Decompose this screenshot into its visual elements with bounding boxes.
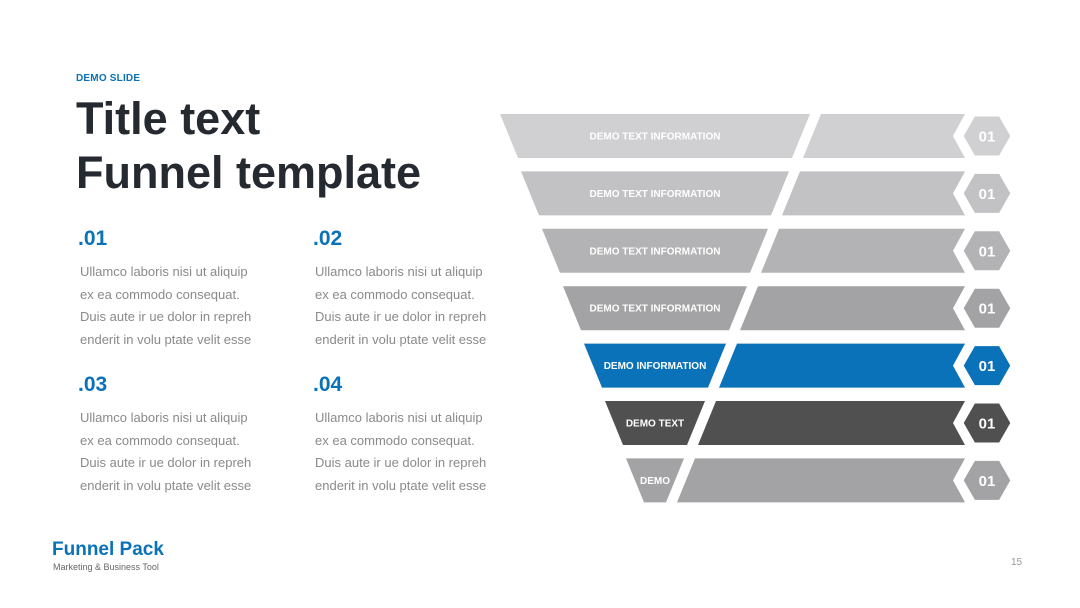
footer-brand: Funnel Pack	[52, 539, 164, 560]
point-number-03: .03	[78, 373, 108, 396]
funnel-segment	[542, 228, 768, 273]
funnel-segment-label: DEMO TEXT INFORMATION	[590, 246, 721, 257]
funnel-segment-label: DEMO TEXT INFORMATION	[590, 304, 721, 315]
funnel-badge	[960, 457, 1014, 503]
funnel-bar	[698, 401, 965, 445]
point-text-04: Ullamco laboris nisi ut aliquip ex ea co…	[315, 407, 486, 497]
funnel-bar	[740, 286, 965, 331]
funnel-badge-label: 01	[979, 473, 996, 490]
funnel-bar	[761, 228, 965, 273]
point-number-04: .04	[313, 373, 343, 396]
point-line: enderit in volu ptate velit esse	[315, 331, 487, 347]
funnel-badge-label: 01	[979, 301, 996, 318]
point-text-02: Ullamco laboris nisi ut aliquip ex ea co…	[315, 261, 486, 351]
funnel-segment	[521, 171, 789, 216]
funnel-badge	[960, 343, 1014, 389]
title-line-1: Title text	[76, 93, 261, 144]
funnel-segment	[626, 458, 684, 503]
funnel-badge-label: 01	[979, 186, 996, 203]
point-line: ex ea commodo consequat.	[80, 286, 240, 302]
point-line: Duis aute ir ue dolor in repreh	[80, 455, 252, 470]
point-line: ex ea commodo consequat.	[315, 432, 475, 448]
point-text-03: Ullamco laboris nisi ut aliquip ex ea co…	[80, 407, 251, 497]
point-line: Ullamco laboris nisi ut aliquip	[80, 410, 248, 425]
funnel-bar	[803, 114, 965, 158]
funnel-segment	[500, 114, 810, 158]
point-line: Duis aute ir ue dolor in repreh	[315, 455, 487, 470]
point-line: enderit in volu ptate velit esse	[80, 331, 252, 347]
page-number: 15	[1011, 557, 1023, 568]
title-line-2: Funnel template	[76, 147, 422, 198]
funnel-bar	[782, 171, 965, 216]
funnel-segment-label: DEMO TEXT INFORMATION	[590, 189, 721, 200]
funnel-badge	[960, 228, 1014, 274]
point-text-01: Ullamco laboris nisi ut aliquip ex ea co…	[80, 261, 251, 351]
funnel-segment-label: DEMO TEXT	[626, 419, 684, 430]
point-line: enderit in volu ptate velit esse	[315, 477, 487, 493]
funnel-badge-label: 01	[979, 416, 996, 433]
funnel-badge	[960, 400, 1014, 446]
point-number-02: .02	[313, 227, 343, 250]
point-line: enderit in volu ptate velit esse	[80, 477, 252, 493]
point-line: Ullamco laboris nisi ut aliquip	[80, 264, 248, 279]
funnel-segment-label: DEMO INFORMATION	[604, 361, 707, 372]
point-line: Duis aute ir ue dolor in repreh	[80, 309, 252, 324]
funnel-badge-label: 01	[979, 358, 996, 375]
point-line: Duis aute ir ue dolor in repreh	[315, 309, 487, 324]
funnel-badge	[960, 170, 1014, 216]
funnel-bar	[719, 343, 965, 388]
funnel-badge-label: 01	[979, 243, 996, 260]
point-line: ex ea commodo consequat.	[315, 286, 475, 302]
footer-tagline: Marketing & Business Tool	[53, 562, 159, 572]
funnel-bar	[677, 458, 965, 503]
funnel-badge-label: 01	[979, 129, 996, 146]
point-number-01: .01	[78, 227, 108, 250]
slide-kicker: DEMO SLIDE	[76, 73, 141, 84]
funnel-segment	[584, 343, 726, 388]
funnel-segment	[605, 401, 705, 445]
point-line: Ullamco laboris nisi ut aliquip	[315, 410, 483, 425]
point-line: Ullamco laboris nisi ut aliquip	[315, 264, 483, 279]
point-line: ex ea commodo consequat.	[80, 432, 240, 448]
slide-title: Title text Funnel template	[76, 92, 421, 200]
funnel-badge	[960, 113, 1014, 159]
funnel-segment-label: DEMO	[640, 476, 670, 487]
funnel-badge	[960, 285, 1014, 331]
funnel-segment-label: DEMO TEXT INFORMATION	[590, 132, 721, 143]
funnel-segment	[563, 286, 747, 331]
